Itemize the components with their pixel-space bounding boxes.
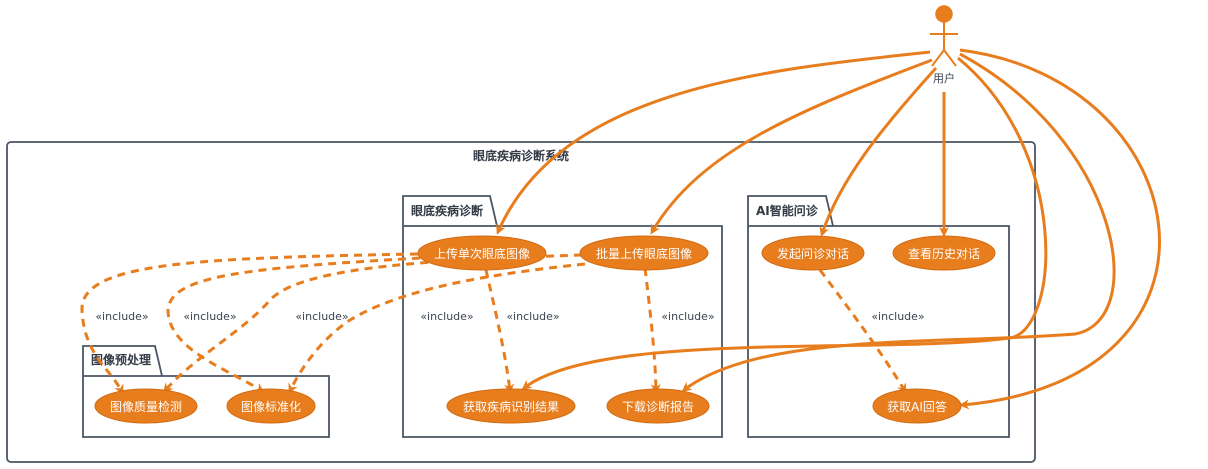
usecase-label: 图像标准化 (241, 400, 301, 414)
usecase-normalize[interactable]: 图像标准化 (226, 388, 316, 424)
include-batch-report (643, 267, 661, 394)
usecase-view-history[interactable]: 查看历史对话 (892, 235, 996, 271)
include-label: «include» (871, 310, 924, 323)
usecase-label: 发起问诊对话 (777, 246, 849, 261)
usecase-label: 图像质量检测 (110, 399, 182, 414)
include-label: «include» (183, 310, 236, 323)
usecase-upload-single[interactable]: 上传单次眼底图像 (417, 235, 547, 271)
usecase-get-ai-answer[interactable]: 获取AI回答 (872, 388, 962, 424)
usecase-label: 下载诊断报告 (622, 399, 694, 414)
actor-head-icon (935, 5, 953, 23)
assoc-download-report (681, 52, 1116, 392)
include-label: «include» (661, 310, 714, 323)
system-boundary (6, 141, 1036, 463)
include-single-result (484, 269, 515, 394)
package-ai-title: AI智能问诊 (756, 203, 819, 218)
include-label: «include» (295, 310, 348, 323)
usecase-label: 查看历史对话 (908, 247, 980, 261)
include-batch-normalize (288, 262, 586, 394)
actor-user[interactable]: 用户 (930, 5, 958, 85)
include-consult-ai (818, 269, 907, 394)
usecase-label: 获取AI回答 (887, 399, 947, 414)
assoc-start-consult (819, 66, 938, 237)
usecase-start-consult[interactable]: 发起问诊对话 (761, 235, 865, 271)
include-single-normalize (166, 256, 421, 393)
usecase-label: 获取疾病识别结果 (463, 399, 559, 414)
assoc-upload-single (496, 50, 931, 235)
usecase-upload-batch[interactable]: 批量上传眼底图像 (579, 235, 709, 271)
package-preprocess-title: 图像预处理 (91, 352, 151, 367)
assoc-upload-batch (650, 58, 933, 235)
include-label: «include» (95, 310, 148, 323)
include-single-quality (80, 252, 419, 395)
assoc-get-ai-answer (959, 48, 1161, 410)
package-diagnosis-title: 眼底疾病诊断 (411, 203, 483, 218)
usecase-label: 批量上传眼底图像 (596, 246, 692, 261)
include-label: «include» (420, 310, 473, 323)
usecase-label: 上传单次眼底图像 (434, 246, 530, 261)
package-preprocess: 图像预处理 (82, 345, 330, 438)
usecase-download-report[interactable]: 下载诊断报告 (606, 388, 710, 424)
usecase-get-result[interactable]: 获取疾病识别结果 (446, 388, 576, 424)
include-label: «include» (506, 310, 559, 323)
usecase-quality-check[interactable]: 图像质量检测 (94, 388, 198, 424)
actor-label: 用户 (933, 71, 955, 85)
package-diagnosis: 眼底疾病诊断 (402, 195, 723, 438)
system-title: 眼底疾病诊断系统 (473, 148, 569, 163)
